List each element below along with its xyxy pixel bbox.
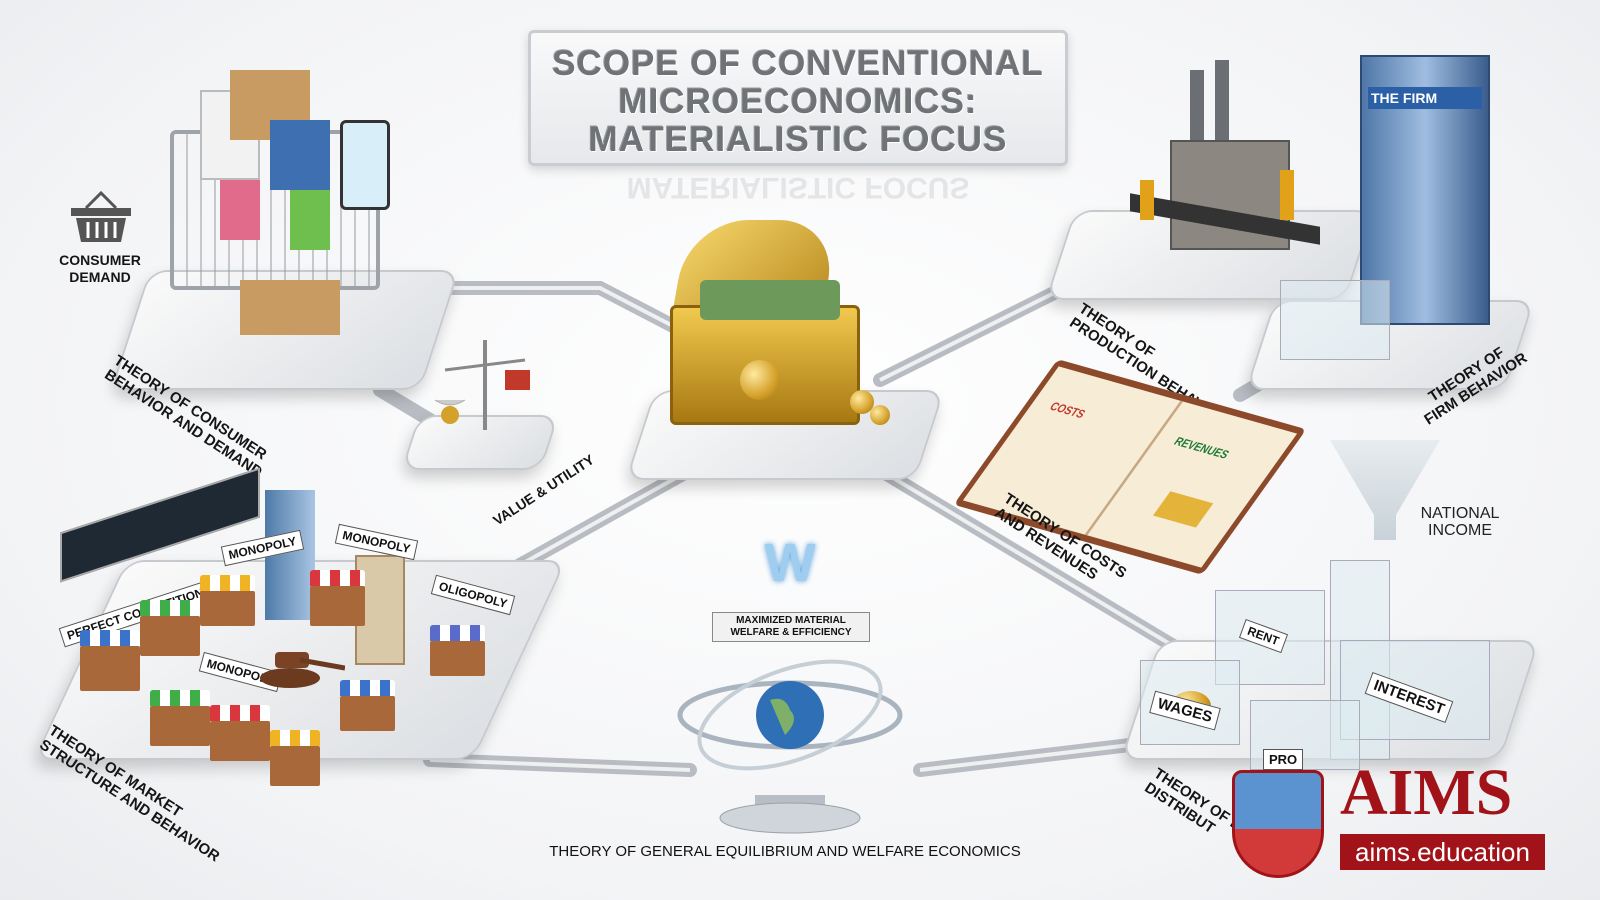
factory-illustration bbox=[1110, 50, 1330, 280]
welfare-banner: MAXIMIZED MATERIAL WELFARE & EFFICIENCY bbox=[712, 612, 870, 642]
consumer-demand-line-2: DEMAND bbox=[69, 269, 131, 285]
revenues-tab: REVENUES bbox=[1171, 435, 1232, 462]
rent-sign: RENT bbox=[1238, 618, 1288, 654]
balance-scale-icon bbox=[430, 330, 540, 440]
market-stall bbox=[270, 730, 320, 786]
national-income-line-2: INCOME bbox=[1428, 522, 1492, 539]
interest-sign: INTEREST bbox=[1364, 671, 1454, 724]
gavel-icon bbox=[255, 640, 346, 690]
national-income-label: NATIONAL INCOME bbox=[1405, 505, 1515, 539]
market-stall bbox=[80, 630, 140, 691]
welfare-emblem-icon: W bbox=[764, 533, 816, 593]
aims-brand-text: AIMS bbox=[1340, 756, 1513, 829]
welfare-banner-line-2: WELFARE & EFFICIENCY bbox=[730, 627, 852, 638]
aims-shield-logo bbox=[1232, 770, 1324, 878]
market-stall bbox=[310, 570, 365, 626]
globe-equilibrium-illustration bbox=[660, 640, 920, 835]
treasure-chest-illustration bbox=[670, 210, 900, 440]
interest-box: INTEREST bbox=[1340, 640, 1490, 740]
wages-box: WAGES bbox=[1140, 660, 1240, 745]
market-stall bbox=[430, 625, 485, 676]
market-stall bbox=[210, 705, 270, 761]
profit-box: PRO bbox=[1250, 700, 1360, 770]
title-line-1: SCOPE OF CONVENTIONAL bbox=[552, 44, 1044, 83]
shopping-basket-icon bbox=[66, 190, 136, 245]
market-stall bbox=[200, 575, 255, 626]
the-firm-sign: THE FIRM bbox=[1368, 87, 1482, 109]
welfare-theory-label: THEORY OF GENERAL EQUILIBRIUM AND WELFAR… bbox=[549, 843, 1021, 860]
shopping-cart-illustration bbox=[160, 50, 390, 335]
welfare-banner-line-1: MAXIMIZED MATERIAL bbox=[736, 615, 846, 626]
market-stall bbox=[140, 600, 200, 656]
market-stall bbox=[150, 690, 210, 746]
title-line-3: MATERIALISTIC FOCUS bbox=[588, 120, 1008, 159]
title-plate: SCOPE OF CONVENTIONAL MICROECONOMICS: MA… bbox=[528, 30, 1068, 166]
profit-sign: PRO bbox=[1263, 749, 1304, 770]
costs-tab: COSTS bbox=[1046, 400, 1088, 422]
aims-url: aims.education bbox=[1340, 834, 1545, 870]
boardroom-illustration bbox=[1280, 280, 1390, 360]
title-line-2: MICROECONOMICS: bbox=[618, 82, 978, 121]
title-reflection: MATERIALISTIC FOCUS bbox=[626, 171, 970, 204]
consumer-demand-line-1: CONSUMER bbox=[59, 252, 141, 268]
consumer-demand-label: CONSUMER DEMAND bbox=[40, 252, 160, 286]
market-stall bbox=[340, 680, 395, 731]
national-income-line-1: NATIONAL bbox=[1420, 505, 1500, 522]
pipe-consumer-scale bbox=[373, 383, 437, 427]
